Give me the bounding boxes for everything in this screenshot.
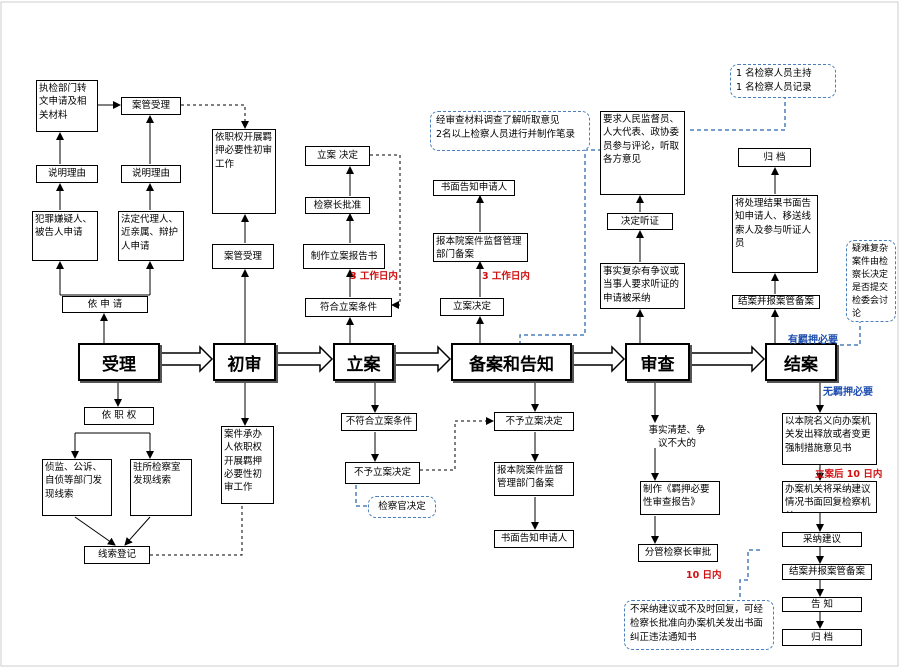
shouli-box-case-mgmt-accept: 案管受理 [121,97,181,115]
jiean-box-adopt-advice: 采纳建议 [782,532,862,547]
shouli-box-transfer-materials: 执检部门转文申请及相关材料 [36,80,98,132]
stage-lian: 立案 [333,343,394,381]
stage-jiean: 结案 [765,343,837,381]
shencha-box-review-report: 制作《羁押必要性审查报告》 [640,481,720,515]
jiean-box-notify: 告 知 [782,597,862,612]
shouli-box-clue-register: 线索登记 [84,546,150,564]
stage-beian: 备案和告知 [451,343,572,381]
jiean-box-release-opinion: 以本院名义向办案机关发出释放或者变更强制措施意见书 [782,413,877,465]
shouli-box-relatives-apply: 法定代理人、近亲属、辩护人申请 [118,211,184,261]
jiean-box-close-record: 结案并报案管备案 [732,295,820,309]
shouli-box-ex-officio: 依 职 权 [84,407,154,425]
jiean-box-archive-2: 归 档 [782,629,862,646]
stage-chushen: 初审 [213,343,276,381]
lian-box-not-meet: 不符合立案条件 [341,413,417,431]
shencha-box-complex-facts: 事实复杂有争议或当事人要求听证的申请被采纳 [600,263,685,309]
jiean-label-no-custody-needed: 无羁押必要 [823,387,873,398]
shouli-box-station-find: 驻所检察室发现线索 [130,459,192,516]
jiean-box-archive: 归 档 [738,148,811,167]
lian-box-meets-conditions: 符合立案条件 [305,298,392,317]
shouli-box-depts-find: 侦监、公诉、自侦等部门发现线索 [42,459,112,516]
jiean-label-custody-needed: 有羁押必要 [788,335,838,346]
chushen-box-case-mgmt-accept: 案管受理 [212,244,274,269]
beian-deadline-3days: 3 工作日内 [482,271,530,282]
jiean-box-agency-reply: 办案机关将采纳建议情况书面回复检察机关 [782,481,877,513]
shencha-box-supervisors: 要求人民监督员、人大代表、政协委员参与评论，听取各方意见 [600,111,685,195]
beian-box-report-record: 报本院案件监督管理部门备案 [433,233,528,262]
shencha-box-deputy-approve: 分管检察长审批 [638,544,718,562]
beian-dashed-investigation: 经审查材料调查了解听取意见 2名以上检察人员进行并制作笔录 [430,111,590,151]
beian-box-no-filing: 不予立案决定 [494,412,574,431]
beian-box-notify-applicant-2: 书面告知申请人 [494,530,574,548]
lian-deadline-3days: 3 工作日内 [350,271,398,282]
lian-box-decision: 立案 决定 [305,146,370,166]
jiean-dashed-committee: 疑难复杂案件由检察长决定是否提交检委会讨论 [846,240,896,322]
jiean-box-close-record-2: 结案并报案管备案 [782,564,872,580]
stage-shencha: 审查 [625,343,690,381]
beian-box-notify-applicant: 书面告知申请人 [433,180,515,196]
beian-box-filing-decision: 立案决定 [440,298,504,316]
shouli-box-reason-2: 说明理由 [121,165,181,183]
lian-box-report: 制作立案报告书 [303,244,385,269]
beian-box-report-record-2: 报本院案件监督管理部门备案 [494,462,574,496]
shencha-dashed-correction-notice: 不采纳建议或不及时回复，可经检察长批准向办案机关发出书面纠正违法通知书 [624,600,774,650]
shouli-box-reason-1: 说明理由 [36,165,98,183]
lian-box-chief-approve: 检察长批准 [305,197,370,214]
jiean-deadline-10days: 立案后 10 日内 [815,469,883,480]
shencha-deadline-10days: 10 日内 [686,570,722,581]
lian-box-prosecutor-decide: 检察官决定 [368,496,436,518]
lian-box-no-filing: 不予立案决定 [345,462,420,484]
jiean-dashed-hearing-staff: 1 名检察人员主持 1 名检察人员记录 [730,64,836,98]
shouli-box-on-application: 依 申 请 [62,296,148,313]
shouli-box-suspect-apply: 犯罪嫌疑人、被告人申请 [32,211,98,261]
shencha-box-clear-facts: 事实清楚、争议不大的 [642,423,712,447]
shencha-box-hearing: 决定听证 [607,213,673,230]
chushen-box-ex-officio-review: 依职权开展羁押必要性初审工作 [212,129,276,214]
jiean-box-notify-result: 将处理结果书面告知申请人、移送线索人及参与听证人员 [732,195,818,273]
stage-shouli: 受理 [78,343,160,381]
chushen-box-handler-review: 案件承办人依职权开展羁押必要性初审工作 [221,426,274,504]
